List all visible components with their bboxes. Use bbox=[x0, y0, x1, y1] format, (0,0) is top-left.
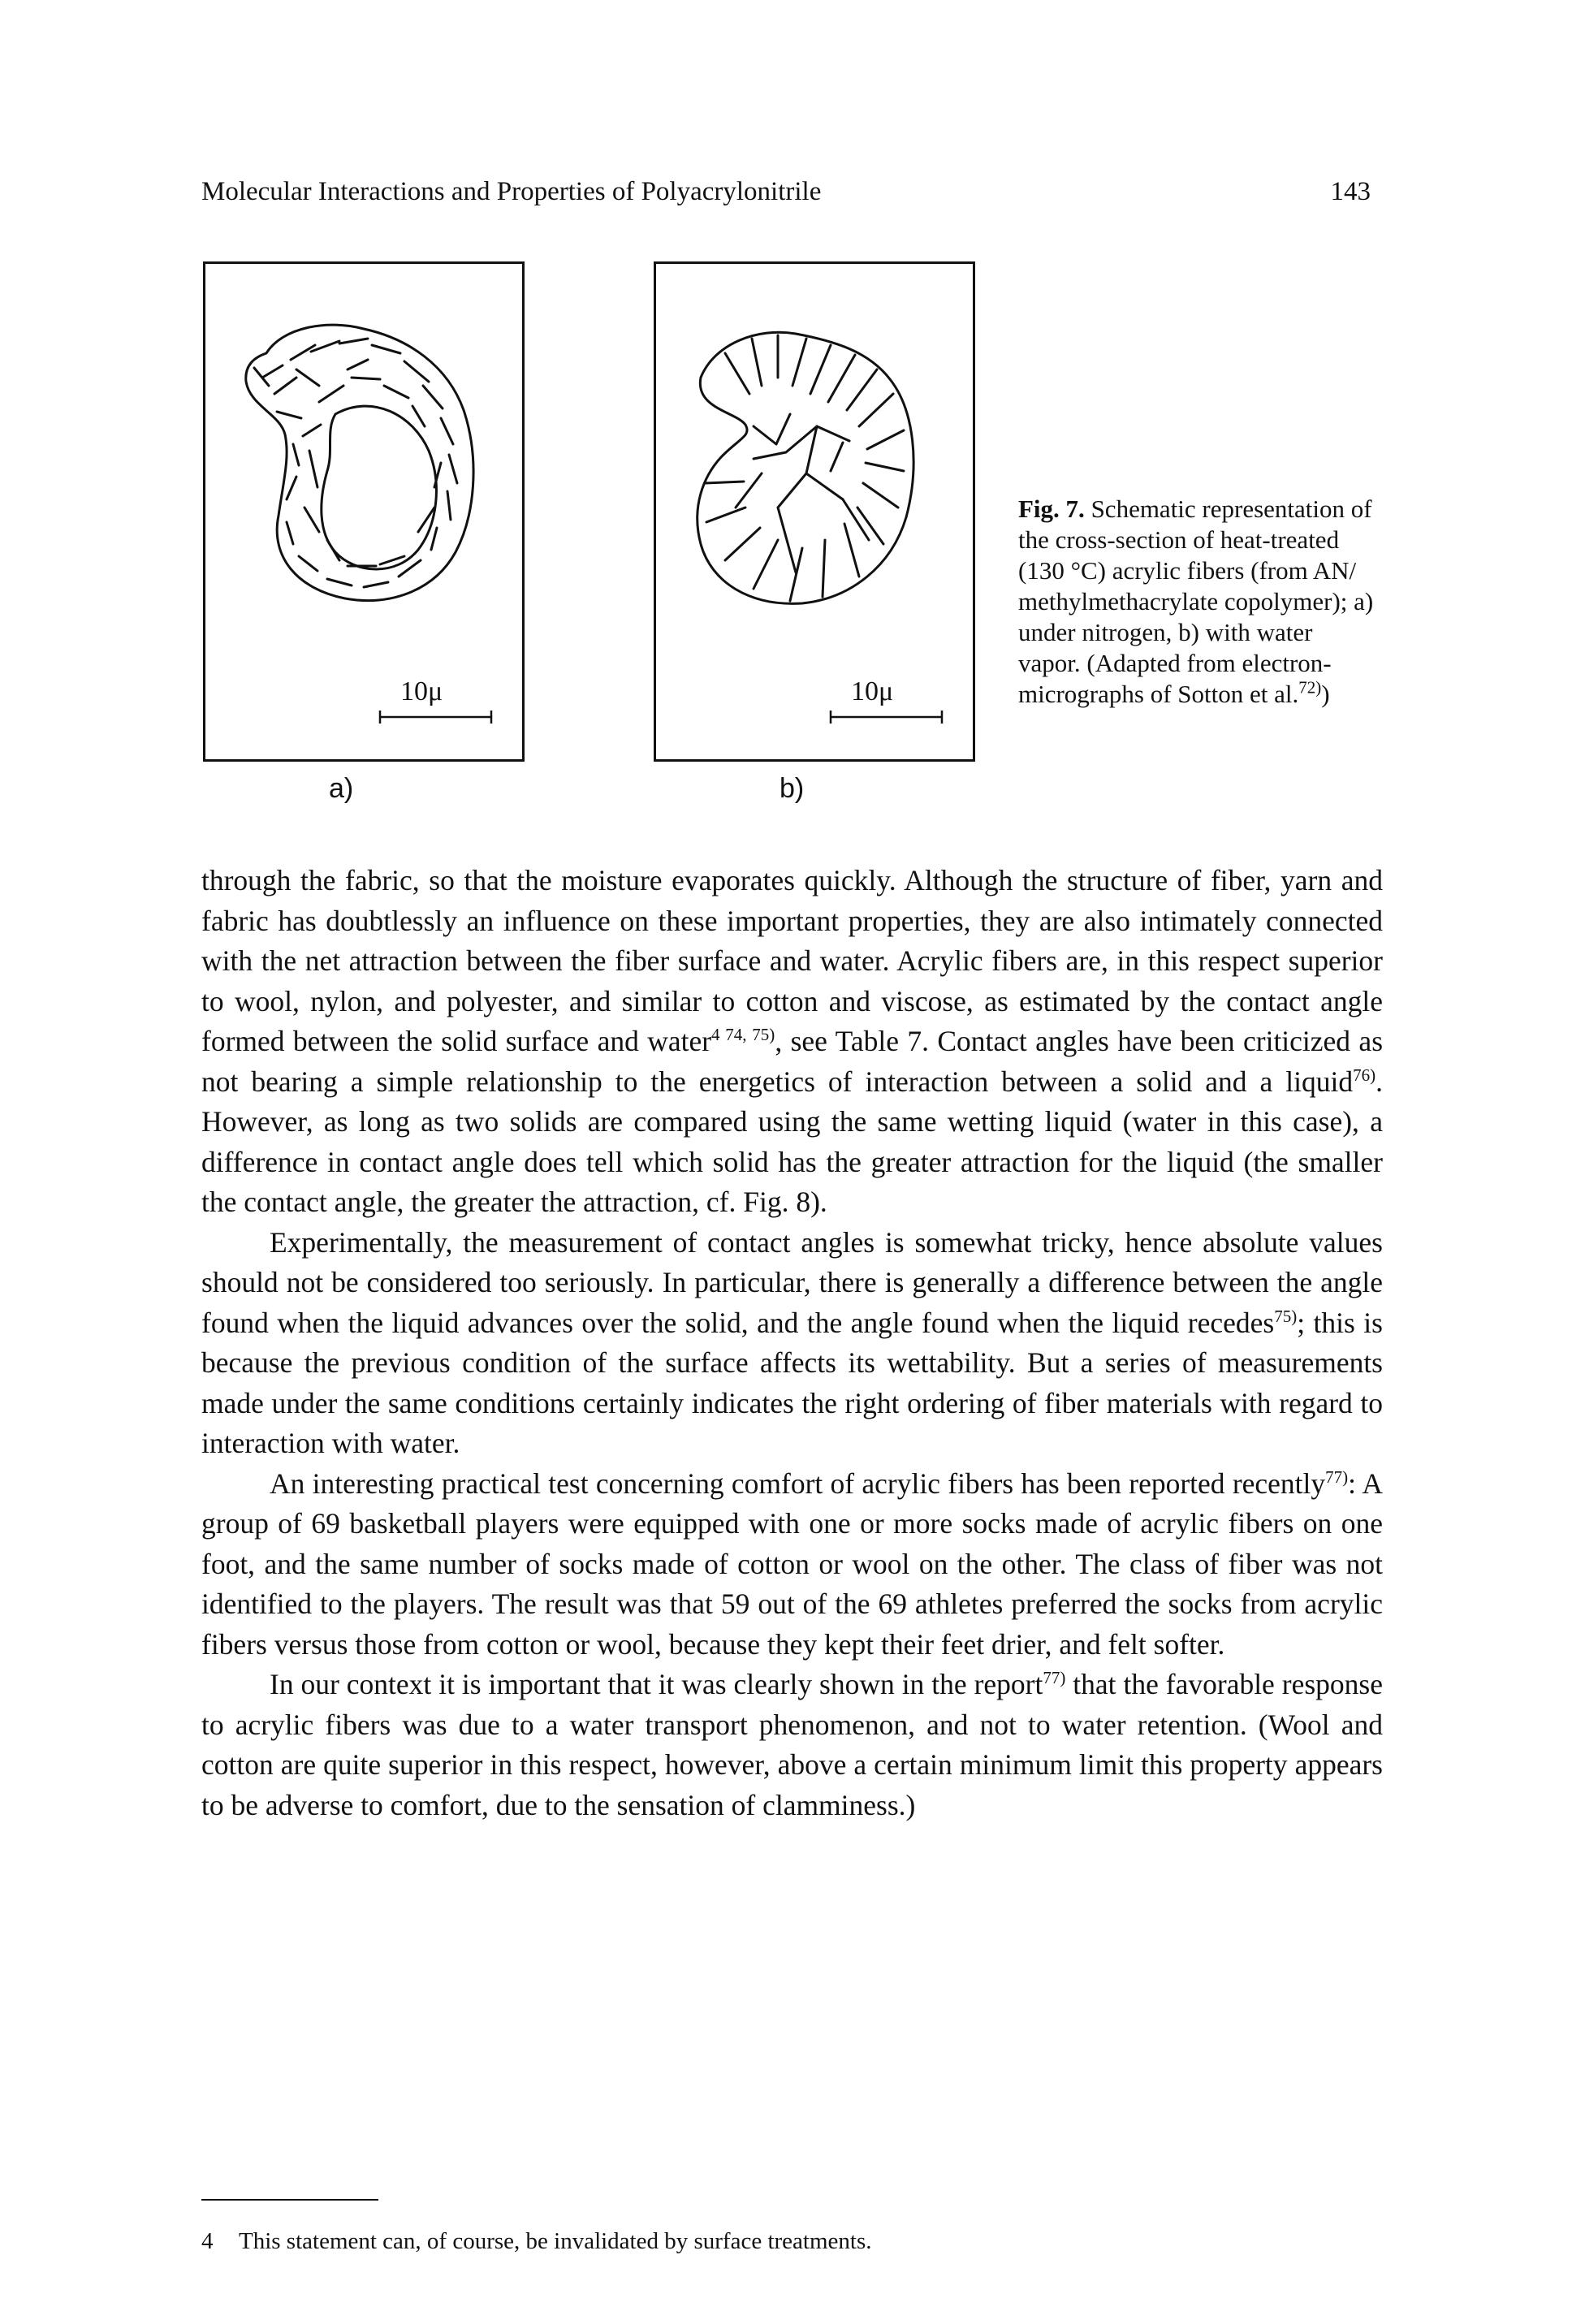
paragraph-text: In our context it is important that it w… bbox=[270, 1668, 1043, 1700]
paragraph-text: , see Table 7. Contact angles have been … bbox=[201, 1025, 1384, 1098]
figure-caption-text: Schematic representation of the cross-se… bbox=[1018, 495, 1374, 708]
figure-panel-a: 10μ bbox=[203, 261, 525, 762]
footnote-number: 4 bbox=[201, 2228, 214, 2254]
body-text: through the fabric, so that the moisture… bbox=[201, 861, 1383, 1825]
figure-caption-prefix: Fig. 7. bbox=[1018, 495, 1085, 523]
panel-label-a: a) bbox=[329, 773, 354, 804]
figure-panel-b: 10μ bbox=[654, 261, 975, 762]
citation-superscript: 77) bbox=[1325, 1467, 1349, 1487]
fiber-cross-section-b-drawing bbox=[696, 330, 944, 724]
paragraph-text: ; this is because the previous condition… bbox=[201, 1306, 1383, 1460]
paragraph-4: In our context it is important that it w… bbox=[201, 1665, 1383, 1825]
scale-bar-label-a: 10μ bbox=[400, 676, 443, 706]
fiber-cross-section-a-drawing bbox=[244, 323, 493, 724]
paragraph-text: An interesting practical test concerning… bbox=[270, 1467, 1326, 1500]
panel-label-b: b) bbox=[780, 773, 805, 804]
paragraph-text: . However, as long as two solids are com… bbox=[201, 1065, 1383, 1219]
figure-caption-end: ) bbox=[1321, 680, 1330, 708]
figure-caption: Fig. 7. Schematic representation of the … bbox=[1018, 494, 1376, 710]
scale-bar-label-b: 10μ bbox=[851, 676, 894, 706]
page-number: 143 bbox=[1330, 177, 1371, 206]
running-header: Molecular Interactions and Properties of… bbox=[201, 177, 1371, 207]
paragraph-2: Experimentally, the measurement of conta… bbox=[201, 1223, 1383, 1464]
footnote-rule bbox=[201, 2199, 378, 2201]
paragraph-text: through the fabric, so that the moisture… bbox=[201, 864, 1383, 1057]
paragraph-text: Experimentally, the measurement of conta… bbox=[201, 1225, 1383, 1339]
paragraph-1: through the fabric, so that the moisture… bbox=[201, 861, 1383, 1223]
figure-caption-ref: 72) bbox=[1298, 677, 1322, 698]
paragraph-text: : A group of 69 basketball players were … bbox=[201, 1467, 1384, 1661]
citation-superscript: 77) bbox=[1043, 1668, 1066, 1688]
footnote: 4 This statement can, of course, be inval… bbox=[201, 2228, 1371, 2255]
running-title: Molecular Interactions and Properties of… bbox=[201, 177, 822, 206]
paragraph-3: An interesting practical test concerning… bbox=[201, 1464, 1383, 1665]
paragraph-text: that the favorable response to acrylic f… bbox=[201, 1668, 1383, 1821]
footnote-text: This statement can, of course, be invali… bbox=[239, 2228, 872, 2254]
citation-superscript: 75) bbox=[1274, 1306, 1298, 1326]
citation-superscript: 4 74, 75) bbox=[711, 1025, 775, 1045]
citation-superscript: 76) bbox=[1353, 1065, 1376, 1085]
